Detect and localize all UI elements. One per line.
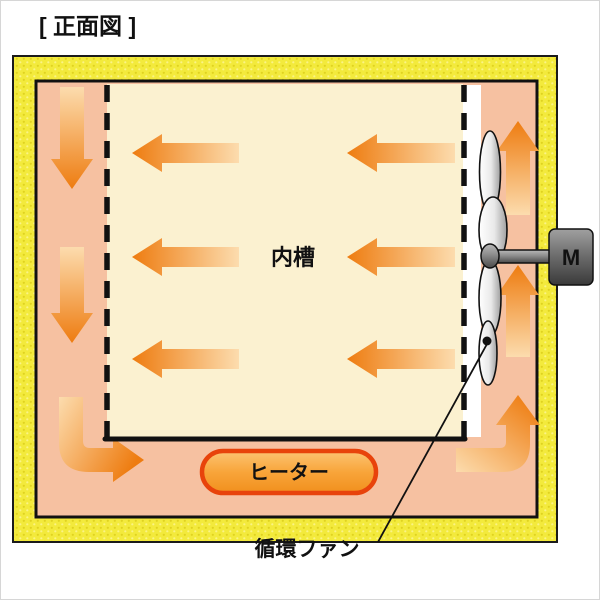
fan-plenum-strip — [463, 85, 481, 437]
up-arrow-icon-1 — [497, 121, 539, 215]
down-arrow-icon-1 — [51, 87, 93, 189]
heater — [199, 448, 379, 496]
heater-label: ヒーター — [249, 461, 329, 484]
circulation-fan: M — [478, 130, 594, 386]
motor-label: M — [562, 245, 580, 270]
fan-label: 循環ファン — [255, 537, 360, 561]
fan-blade-icon-4 — [478, 320, 498, 386]
left-arrow-icon-r2a — [132, 238, 239, 276]
left-arrow-icon-r3a — [132, 340, 239, 378]
elbow-arrow-icon-bottom-left — [59, 397, 144, 482]
left-arrow-icon-r2b — [347, 238, 455, 276]
fan-hub — [480, 243, 500, 269]
chamber-label: 内槽 — [271, 245, 315, 270]
fan-callout-dot — [482, 336, 492, 346]
left-arrow-icon-r1a — [132, 134, 239, 172]
fan-motor — [548, 228, 594, 286]
left-arrow-icon-r1b — [347, 134, 455, 172]
left-arrow-icon-r3b — [347, 340, 455, 378]
elbow-arrow-icon-bottom-right — [456, 395, 540, 472]
up-arrow-icon-2 — [497, 265, 539, 357]
fan-callout-line — [377, 343, 488, 543]
page-title: [ 正面図 ] — [39, 13, 136, 39]
down-arrow-icon-2 — [51, 247, 93, 343]
fan-shaft — [490, 249, 558, 264]
